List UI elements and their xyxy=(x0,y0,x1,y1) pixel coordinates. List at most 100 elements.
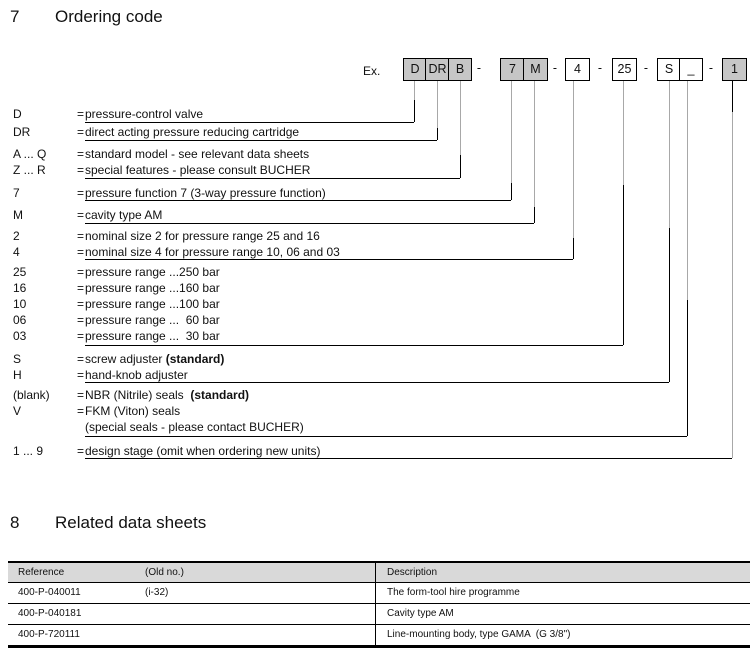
connector-line xyxy=(732,112,733,458)
legend-underline xyxy=(85,382,669,383)
code-box-_: _ xyxy=(679,58,703,81)
connector-line xyxy=(460,81,461,155)
legend-code: D xyxy=(13,107,22,121)
equals-sign: = xyxy=(77,297,85,311)
connector-line xyxy=(687,300,688,436)
legend-text: design stage (omit when ordering new uni… xyxy=(85,444,321,458)
table-header-cell: (Old no.) xyxy=(145,567,184,578)
legend-text: direct acting pressure reducing cartridg… xyxy=(85,125,300,139)
legend-row-7: 7=pressure function 7 (3-way pressure fu… xyxy=(13,186,326,200)
equals-sign: = xyxy=(77,281,85,295)
legend-row-2: 2=nominal size 2 for pressure range 25 a… xyxy=(13,229,320,243)
equals-sign: = xyxy=(77,388,85,402)
legend-row-H: H=hand-knob adjuster xyxy=(13,368,188,382)
legend-code: 2 xyxy=(13,229,20,243)
code-box-1: 1 xyxy=(722,58,747,81)
legend-row-4: 4=nominal size 4 for pressure range 10, … xyxy=(13,245,340,259)
connector-line xyxy=(437,128,438,140)
code-dash-separator: - xyxy=(552,61,558,75)
legend-text: pressure-control valve xyxy=(85,107,204,121)
legend-code: DR xyxy=(13,125,31,139)
legend-code: M xyxy=(13,208,23,222)
legend-row-16: 16=pressure range ...160 bar xyxy=(13,281,220,295)
legend-code: 06 xyxy=(13,313,27,327)
connector-line xyxy=(511,183,512,200)
legend-code: 1 ... 9 xyxy=(13,444,44,458)
table-header-cell: Reference xyxy=(18,567,65,578)
legend-text: pressure range ... 30 bar xyxy=(85,329,220,343)
table-column-divider xyxy=(375,563,376,646)
equals-sign: = xyxy=(77,208,85,222)
code-box-7: 7 xyxy=(500,58,525,81)
legend-text: pressure range ...100 bar xyxy=(85,297,220,311)
connector-line xyxy=(623,185,624,345)
legend-text: pressure range ... 60 bar xyxy=(85,313,220,327)
table-cell: 400-P-040011 xyxy=(18,587,81,598)
legend-row-S: S=screw adjuster (standard) xyxy=(13,352,224,366)
connector-line xyxy=(534,81,535,207)
equals-sign: = xyxy=(77,368,85,382)
section-7-number: 7 xyxy=(10,7,20,26)
code-box-DR: DR xyxy=(425,58,450,81)
legend-text: special features - please consult BUCHER xyxy=(85,163,311,177)
legend-row-A ... Q: A ... Q=standard model - see relevant da… xyxy=(13,147,309,161)
legend-code: S xyxy=(13,352,22,366)
legend-row-10: 10=pressure range ...100 bar xyxy=(13,297,220,311)
legend-text: cavity type AM xyxy=(85,208,163,222)
equals-sign: = xyxy=(77,313,85,327)
legend-code: A ... Q xyxy=(13,147,47,161)
code-box-M: M xyxy=(523,58,548,81)
legend-code: Z ... R xyxy=(13,163,46,177)
legend-row-25: 25=pressure range ...250 bar xyxy=(13,265,220,279)
legend-underline xyxy=(85,436,687,437)
legend-text: pressure function 7 (3-way pressure func… xyxy=(85,186,326,200)
legend-row-DR: DR=direct acting pressure reducing cartr… xyxy=(13,125,299,139)
connector-line xyxy=(534,207,535,223)
legend-row-Z ... R: Z ... R=special features - please consul… xyxy=(13,163,310,177)
table-cell: 400-P-720111 xyxy=(18,629,80,640)
legend-code: 7 xyxy=(13,186,20,200)
legend-row-continuation: (special seals - please contact BUCHER) xyxy=(13,420,304,434)
connector-line xyxy=(460,155,461,178)
section-8-title: Related data sheets xyxy=(55,513,207,532)
connector-line xyxy=(437,81,438,128)
equals-sign: = xyxy=(77,245,85,259)
legend-text: pressure range ...250 bar xyxy=(85,265,220,279)
legend-text: (special seals - please contact BUCHER) xyxy=(85,420,304,434)
connector-line xyxy=(414,81,415,100)
legend-code: 25 xyxy=(13,265,27,279)
legend-row-03: 03=pressure range ... 30 bar xyxy=(13,329,220,343)
legend-underline xyxy=(85,178,460,179)
legend-underline xyxy=(85,122,414,123)
example-label: Ex. xyxy=(363,64,381,78)
legend-text: standard model - see relevant data sheet… xyxy=(85,147,310,161)
code-box-D: D xyxy=(403,58,427,81)
code-box-B: B xyxy=(448,58,472,81)
table-header-cell: Description xyxy=(387,567,438,578)
connector-line xyxy=(623,81,624,185)
table-cell: Cavity type AM xyxy=(387,608,454,619)
legend-underline xyxy=(85,223,534,224)
connector-line xyxy=(511,81,512,183)
related-data-sheets-table: Reference (Old no.) Description 400-P-04001… xyxy=(8,561,750,648)
legend-underline xyxy=(85,140,437,141)
connector-line xyxy=(573,81,574,238)
code-dash-separator: - xyxy=(643,61,649,75)
connector-line xyxy=(573,238,574,259)
legend-row-(blank): (blank)=NBR (Nitrile) seals (standard) xyxy=(13,388,249,402)
legend-text: FKM (Viton) seals xyxy=(85,404,181,418)
connector-line xyxy=(414,100,415,122)
legend-code: H xyxy=(13,368,22,382)
code-box-25: 25 xyxy=(612,58,637,81)
legend-code: V xyxy=(13,404,22,418)
legend-underline xyxy=(85,345,623,346)
code-box-4: 4 xyxy=(565,58,590,81)
legend-underline xyxy=(85,259,573,260)
equals-sign: = xyxy=(77,329,85,343)
code-dash-separator: - xyxy=(708,61,714,75)
legend-row-V: V=FKM (Viton) seals xyxy=(13,404,180,418)
